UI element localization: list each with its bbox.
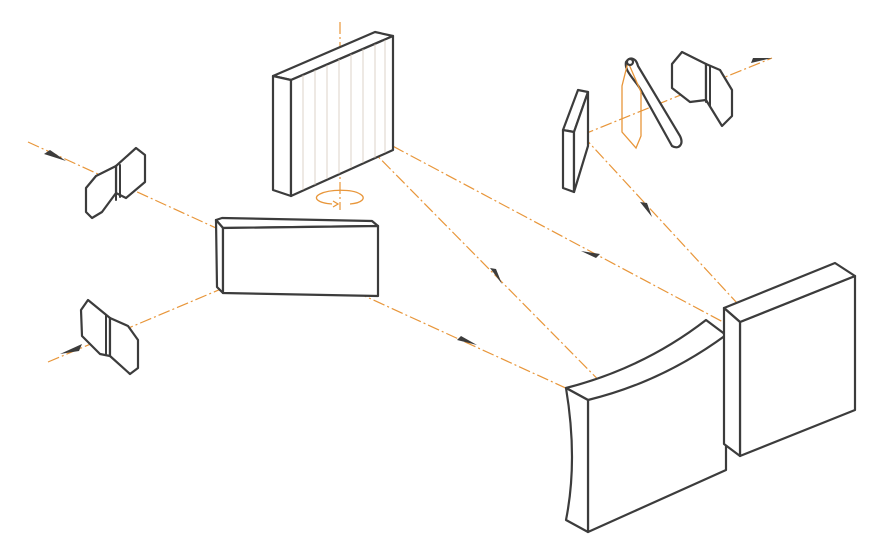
ray-folding-to-lens [581, 57, 773, 136]
beam-splitter [214, 216, 380, 298]
ray-exit [47, 261, 286, 363]
rotation-arrow-icon [315, 189, 364, 208]
beam-direction-arrows [44, 58, 772, 354]
flat-mirror [722, 261, 857, 458]
beam-direction-arrow-icon [44, 150, 66, 161]
beam-direction-arrow-icon [751, 58, 772, 63]
beam-direction-arrow-icon [640, 202, 652, 217]
beam-direction-arrow-icon [581, 251, 600, 258]
beam-direction-arrow-icon [457, 336, 477, 345]
rotating-grating [271, 30, 395, 208]
prism [621, 57, 683, 150]
ray-grating-to-concave [339, 117, 641, 423]
beam-direction-arrow-icon [60, 344, 82, 354]
ray-grating-to-flat [339, 117, 786, 356]
grating-rulings [302, 40, 386, 190]
upper-lens [670, 50, 734, 128]
entrance-lens [84, 146, 147, 220]
exit-lens [79, 298, 140, 376]
beam-direction-arrow-icon [490, 268, 502, 284]
concave-mirror [564, 318, 728, 534]
folding-mirror [561, 88, 590, 194]
